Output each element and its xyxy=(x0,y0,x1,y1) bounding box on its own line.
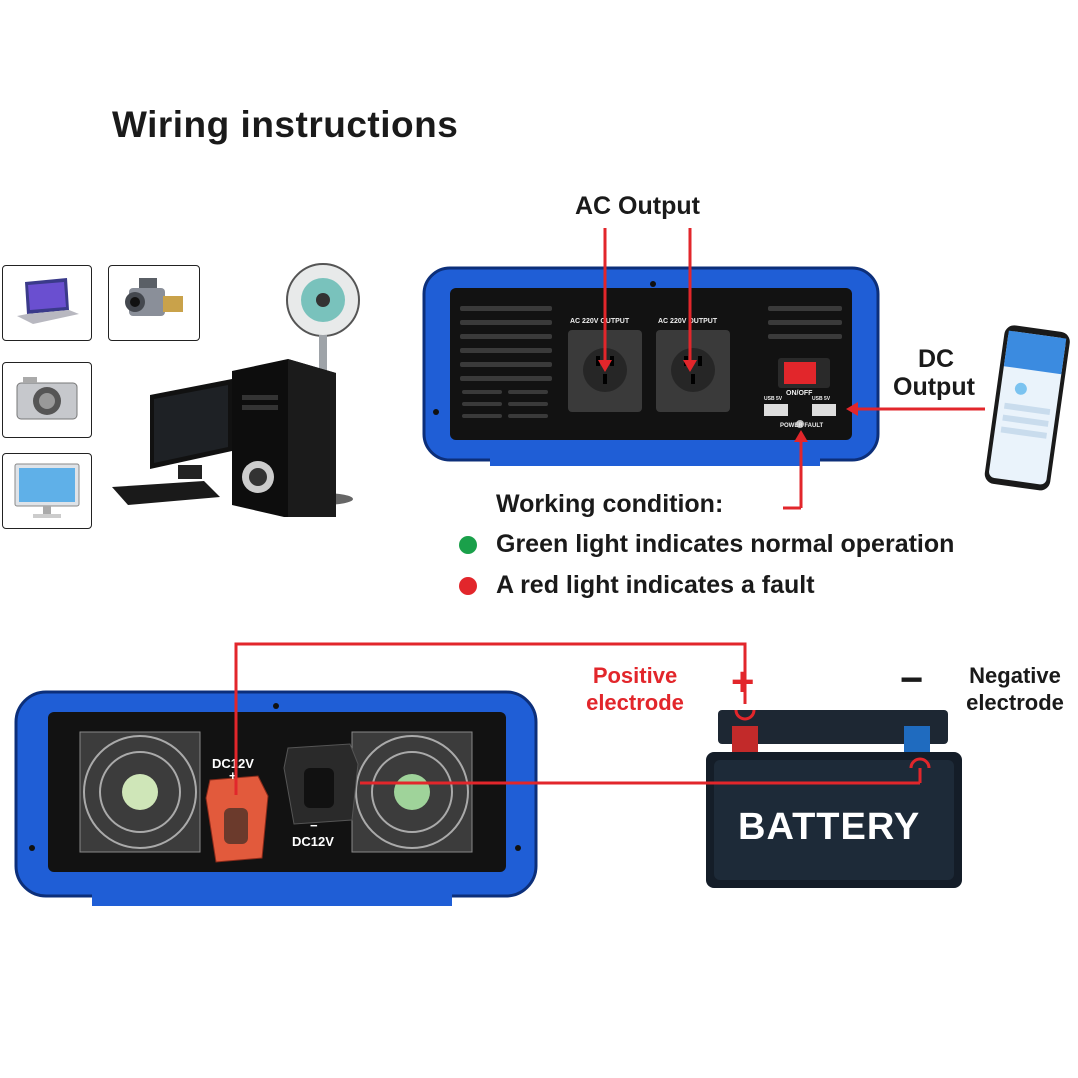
camcorder-icon xyxy=(125,278,183,316)
battery-label: BATTERY xyxy=(738,806,921,848)
camera-icon xyxy=(16,377,78,420)
dc-output-label-line1: DC xyxy=(918,345,955,373)
inverter-rear-panel xyxy=(14,690,538,906)
laptop-thumb xyxy=(2,265,92,341)
page-title: Wiring instructions xyxy=(112,104,459,145)
socket-1-label: AC 220V OUTPUT xyxy=(570,318,630,325)
positive-electrode-label: Positive electrode xyxy=(572,662,698,716)
switch-label: ON/OFF xyxy=(786,390,813,397)
legend-item-green: Green light indicates normal operation xyxy=(496,530,955,558)
laptop-icon xyxy=(17,278,79,324)
bottom-connection-lines xyxy=(234,642,931,795)
legend-item-red: A red light indicates a fault xyxy=(496,571,815,599)
positive-electrode-line2: electrode xyxy=(586,690,684,715)
negative-electrode-label: Negative electrode xyxy=(952,662,1078,716)
plus-sign: + xyxy=(731,660,755,704)
minus-sign: − xyxy=(900,658,924,702)
negative-electrode-line1: Negative xyxy=(969,663,1061,688)
monitor-thumb xyxy=(2,453,92,529)
dc12v-positive-label: DC12V xyxy=(212,756,254,771)
inverter-front-panel xyxy=(422,266,880,466)
green-dot-icon xyxy=(459,536,477,554)
cooling-fan-left-icon xyxy=(79,731,201,853)
working-condition-heading: Working condition: xyxy=(496,490,724,518)
power-fault-label: POWER FAULT xyxy=(780,423,824,429)
ac-output-label: AC Output xyxy=(575,192,700,220)
camera-thumb xyxy=(2,362,92,438)
smartphone-icon xyxy=(984,325,1070,491)
battery-icon xyxy=(706,710,962,888)
top-connection-lines xyxy=(598,228,985,510)
red-dot-icon xyxy=(459,577,477,595)
positive-electrode-line1: Positive xyxy=(592,663,678,688)
monitor-icon xyxy=(14,463,80,518)
dc-output-label-line2: Output xyxy=(893,373,975,401)
desktop-pc-icon xyxy=(112,263,360,517)
dc12v-negative-label: DC12V xyxy=(292,834,334,849)
usb-2-label: USB 5V xyxy=(812,396,831,402)
dc12v-negative-sign: − xyxy=(310,818,318,833)
negative-electrode-line2: electrode xyxy=(966,690,1064,715)
usb-1-label: USB 5V xyxy=(764,396,783,402)
socket-2-label: AC 220V OUTPUT xyxy=(658,318,718,325)
dc12v-positive-sign: + xyxy=(229,768,237,783)
camcorder-thumb xyxy=(108,265,200,341)
